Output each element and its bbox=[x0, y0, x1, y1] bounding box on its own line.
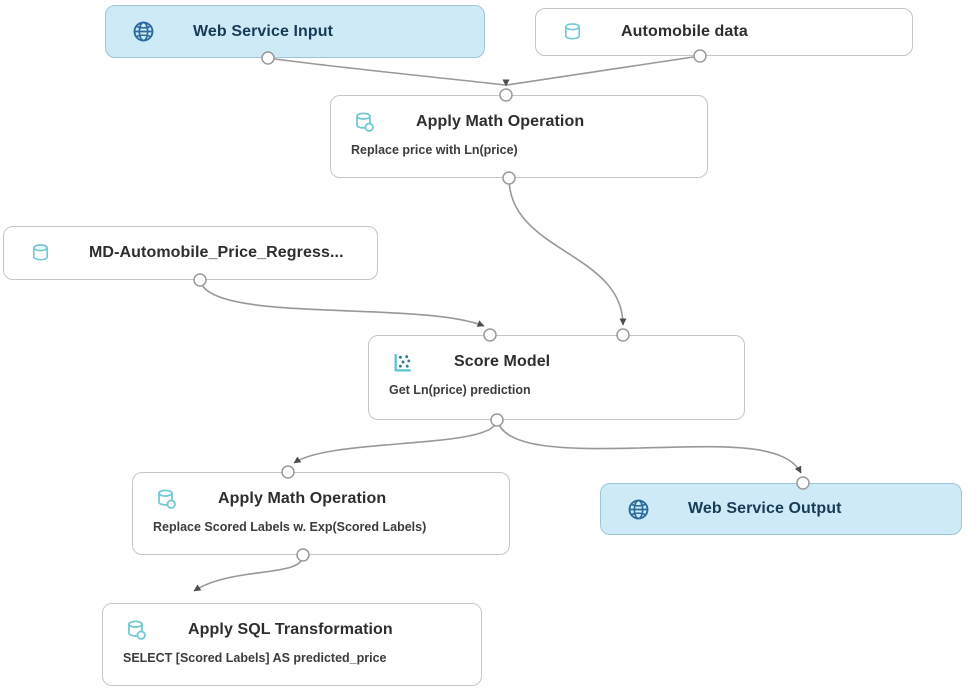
node-title: Apply SQL Transformation bbox=[188, 621, 393, 638]
node-title: Web Service Input bbox=[193, 22, 334, 40]
node-title: MD-Automobile_Price_Regress... bbox=[89, 244, 344, 261]
transform-database-icon bbox=[125, 619, 148, 642]
node-apply-math-operation-2[interactable]: Apply Math Operation Replace Scored Labe… bbox=[132, 472, 510, 555]
edge-web-service-input-to-apply-math-1 bbox=[267, 57, 506, 86]
node-subtitle: Replace Scored Labels w. Exp(Scored Labe… bbox=[153, 520, 427, 534]
transform-database-icon bbox=[155, 488, 178, 511]
node-title: Apply Math Operation bbox=[218, 490, 387, 507]
node-title: Score Model bbox=[454, 353, 551, 370]
node-web-service-input[interactable]: Web Service Input bbox=[105, 5, 485, 58]
globe-icon bbox=[132, 20, 155, 43]
edge-apply-math-2-to-apply-sql bbox=[193, 554, 304, 592]
node-subtitle: Replace price with Ln(price) bbox=[351, 143, 518, 157]
node-title: Automobile data bbox=[621, 23, 748, 40]
globe-icon bbox=[627, 498, 650, 521]
node-md-automobile-price-regress[interactable]: MD-Automobile_Price_Regress... bbox=[3, 226, 378, 280]
node-title: Web Service Output bbox=[688, 500, 842, 517]
edge-score-model-to-apply-math-2 bbox=[293, 419, 498, 464]
edge-apply-math-1-to-score-model bbox=[508, 177, 627, 326]
transform-database-icon bbox=[353, 111, 376, 134]
node-web-service-output[interactable]: Web Service Output bbox=[600, 483, 962, 535]
database-icon bbox=[30, 242, 51, 264]
scatter-plot-icon bbox=[391, 351, 414, 374]
node-score-model[interactable]: Score Model Get Ln(price) prediction bbox=[368, 335, 745, 420]
edge-automobile-data-to-apply-math-1 bbox=[506, 55, 701, 86]
node-title: Apply Math Operation bbox=[416, 113, 585, 130]
node-subtitle: SELECT [Scored Labels] AS predicted_pric… bbox=[123, 651, 387, 665]
node-automobile-data[interactable]: Automobile data bbox=[535, 8, 913, 56]
node-apply-sql-transformation[interactable]: Apply SQL Transformation SELECT [Scored … bbox=[102, 603, 482, 686]
edge-md-model-to-score-model bbox=[199, 279, 485, 327]
edge-score-model-to-web-service-output bbox=[496, 419, 802, 474]
database-icon bbox=[562, 21, 583, 43]
node-subtitle: Get Ln(price) prediction bbox=[389, 383, 531, 397]
node-apply-math-operation-1[interactable]: Apply Math Operation Replace price with … bbox=[330, 95, 708, 178]
